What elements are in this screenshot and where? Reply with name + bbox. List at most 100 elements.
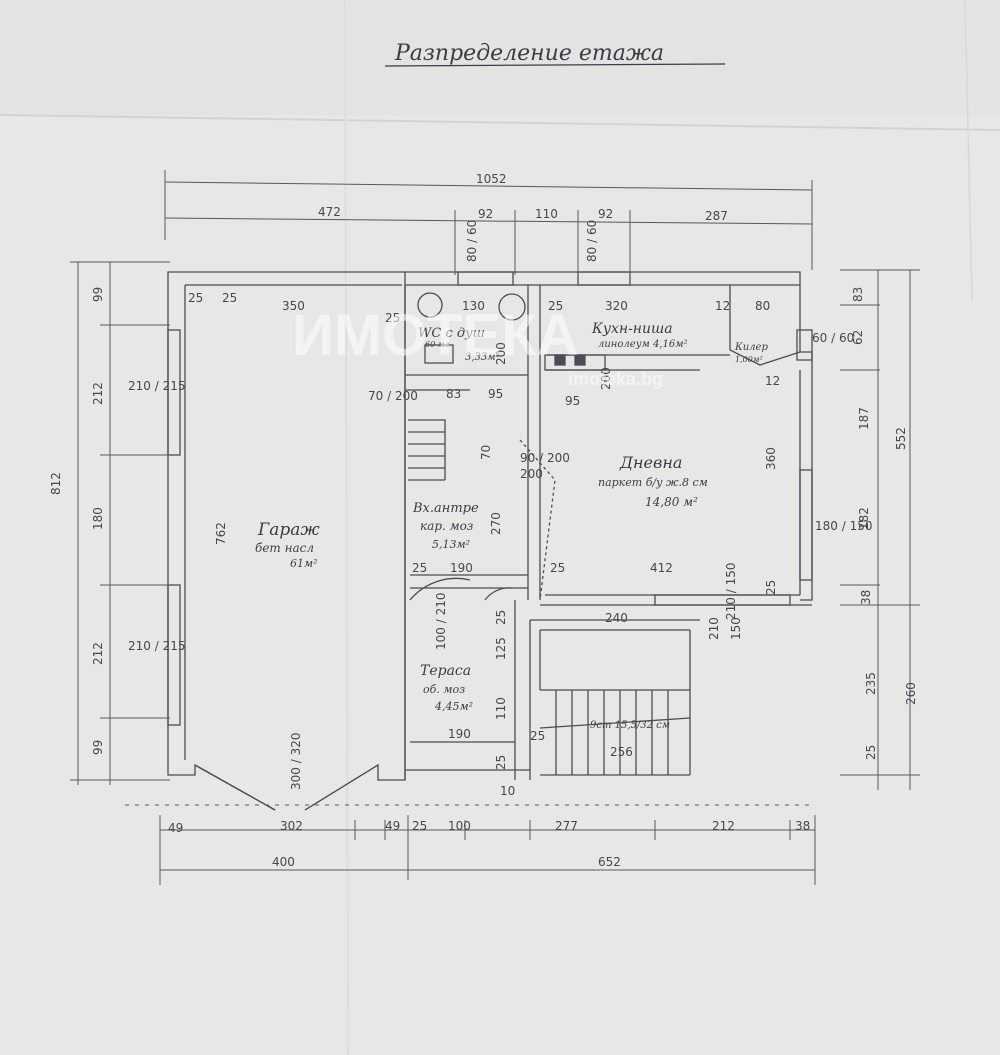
dim-bottom-1: 49 — [168, 821, 183, 835]
dim-bottom-2: 302 — [280, 819, 303, 833]
wc-window — [457, 271, 514, 286]
dim-bottom-6: 277 — [555, 819, 578, 833]
dim-right-4: 182 — [857, 507, 871, 530]
room-finish: об. моз — [423, 683, 465, 696]
room-pantry: Килер 1,00м² — [734, 342, 768, 364]
dim-inner: 240 — [605, 611, 628, 625]
room-finish: 60 мл — [425, 340, 449, 349]
dim-right-7: 25 — [864, 745, 878, 760]
dim-inner: 70 — [479, 445, 493, 460]
dim-left-total: 812 — [49, 472, 63, 495]
dim-inner: 12 — [715, 299, 730, 313]
dim-top-5: 287 — [705, 209, 728, 223]
dim-left-4: 212 — [91, 642, 105, 665]
window-label: 70 / 200 — [368, 389, 418, 403]
room-garage: Гараж бет насл 61м² — [255, 520, 320, 570]
garage-window-top — [167, 329, 181, 456]
window-label: 210 / 215 — [128, 639, 185, 653]
dim-inner: 150 — [729, 617, 743, 640]
dim-left-1: 99 — [91, 287, 105, 302]
room-hall: Вх.антре кар. моз 5,13м² — [412, 501, 479, 551]
dim-inner: 210 — [707, 617, 721, 640]
dim-inner: 12 — [765, 374, 780, 388]
dim-inner: 25 — [385, 311, 400, 325]
room-terrace: Тераса об. моз 4,45м² — [420, 663, 473, 713]
room-name: Килер — [734, 342, 768, 353]
dim-inner: 25 — [530, 729, 545, 743]
dim-bottom-8: 38 — [795, 819, 810, 833]
dim-total-width: 1052 — [476, 172, 507, 186]
dim-inner: 25 — [188, 291, 203, 305]
plan-title: Разпределение етажа — [394, 41, 664, 66]
room-name: WC с душ — [418, 326, 485, 341]
window-label: 90 / 200 — [520, 451, 570, 465]
dim-inner: 95 — [488, 387, 503, 401]
dim-inner: 256 — [610, 745, 633, 759]
window-label: 180 / 150 — [815, 519, 872, 533]
room-name: Тераса — [420, 663, 471, 679]
paper-top-flap — [0, 0, 1000, 115]
stairs-label: 9ст 15,5/32 см — [590, 720, 670, 731]
dim-inner: 110 — [494, 697, 508, 720]
dim-inner: 270 — [489, 512, 503, 535]
window-label: 100 / 210 — [434, 593, 448, 650]
dim-bottom-4: 25 — [412, 819, 427, 833]
dim-inner: 25 — [764, 580, 778, 595]
living-window — [799, 469, 813, 581]
fold-line — [344, 0, 349, 1055]
window-label: 60 / 60 — [812, 331, 854, 345]
dim-bottom-3: 49 — [385, 819, 400, 833]
dim-inner: 200 — [494, 342, 508, 365]
window-label: 300 / 320 — [289, 733, 303, 790]
dim-inner: 762 — [214, 522, 228, 545]
dim-right-5: 38 — [859, 590, 873, 605]
window-label: 210 / 150 — [724, 563, 738, 620]
dim-inner: 25 — [222, 291, 237, 305]
dim-top-4: 92 — [598, 207, 613, 221]
room-finish: бет насл — [255, 541, 314, 555]
dim-right-2: 62 — [851, 330, 865, 345]
room-name: Кухн-ниша — [591, 321, 673, 337]
dimension-lines — [70, 170, 920, 885]
dim-right-6: 235 — [864, 672, 878, 695]
dim-inner: 25 — [494, 755, 508, 770]
room-area: 14,80 м² — [645, 495, 698, 509]
window-label: 80 / 60 — [585, 220, 599, 262]
room-finish: кар. моз — [420, 519, 473, 533]
room-wc: WC с душ 60 мл 3,33м² — [418, 326, 500, 363]
dim-inner: 190 — [448, 727, 471, 741]
dim-right-total-2: 260 — [904, 682, 918, 705]
dim-top-2: 92 — [478, 207, 493, 221]
dim-top-1: 472 — [318, 205, 341, 219]
dim-inner: 190 — [450, 561, 473, 575]
dim-bottom-total-1: 400 — [272, 855, 295, 869]
dim-inner: 25 — [550, 561, 565, 575]
dim-bottom-total-2: 652 — [598, 855, 621, 869]
dim-inner: 200 — [520, 467, 543, 481]
dim-inner: 25 — [412, 561, 427, 575]
dim-left-3: 180 — [91, 507, 105, 530]
garage-window-bottom — [167, 584, 181, 726]
fold-line — [964, 0, 973, 301]
dim-inner: 10 — [500, 784, 515, 798]
dim-inner: 25 — [548, 299, 563, 313]
dim-right-3: 187 — [857, 407, 871, 430]
dim-inner: 80 — [755, 299, 770, 313]
room-living: Дневна паркет б/у ж.8 см 14,80 м² — [598, 453, 708, 509]
walls — [167, 271, 813, 811]
room-area: 4,45м² — [434, 700, 473, 713]
pantry-window — [796, 329, 813, 361]
dim-inner: 83 — [446, 387, 461, 401]
room-name: Вх.антре — [412, 501, 479, 516]
dim-inner: 412 — [650, 561, 673, 575]
dim-right-total-1: 552 — [894, 427, 908, 450]
dim-left-2: 212 — [91, 382, 105, 405]
title-underline — [384, 63, 726, 67]
room-finish: линолеум 4,16м² — [598, 339, 688, 350]
room-area: 5,13м² — [432, 538, 470, 551]
dim-right-1: 83 — [851, 287, 865, 302]
room-finish: паркет б/у ж.8 см — [598, 476, 708, 489]
